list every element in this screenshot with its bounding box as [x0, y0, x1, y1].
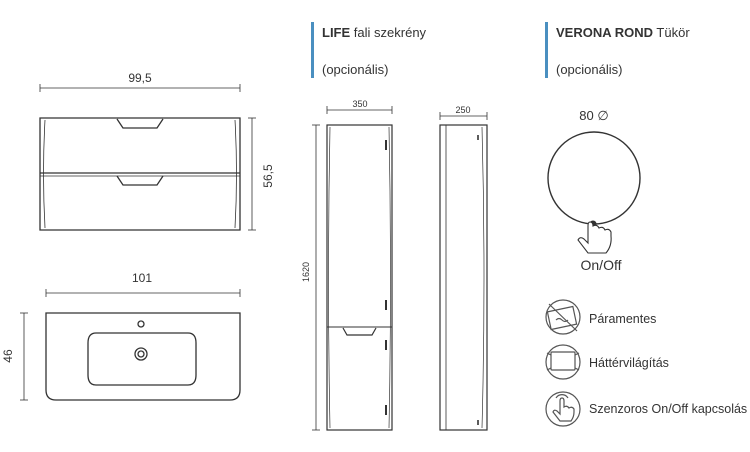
wall-cabinet-handle: [342, 327, 377, 336]
life-title-bold: LIFE: [322, 25, 351, 40]
drawer-handle-bottom: [116, 175, 164, 186]
wall-cabinet-side: [439, 112, 488, 431]
backlight-icon: [545, 344, 581, 380]
hand-pointer-icon: [577, 220, 612, 254]
mirror-diameter-label: 80 ∅: [579, 108, 608, 123]
drain-inner: [137, 350, 145, 358]
life-title: LIFE fali szekrény: [322, 25, 426, 40]
wall-cabinet-width-label: 350: [352, 99, 367, 109]
wall-cabinet-body: [326, 124, 393, 431]
wall-cabinet-depth-label: 250: [455, 105, 470, 115]
mirror-circle: [547, 131, 641, 225]
drawer-handle-top: [116, 118, 164, 129]
wall-cabinet-height-label: 1620: [301, 262, 311, 282]
feature-label-backlight: Háttérvilágítás: [589, 356, 669, 370]
verona-title-bold: VERONA ROND: [556, 25, 654, 40]
feature-label-touch-sensor: Szenzoros On/Off kapcsolás: [589, 402, 748, 416]
basin-outline: [45, 312, 241, 401]
cabinet-body: [39, 117, 241, 231]
accent-bar-life: [311, 22, 314, 78]
vanity-cabinet-front: [39, 84, 256, 231]
switch-label: On/Off: [581, 257, 622, 273]
basin-bowl: [87, 332, 197, 386]
cabinet-width-label: 99,5: [128, 71, 152, 85]
wall-cabinet-front: [312, 106, 393, 431]
basin-depth-label: 46: [1, 349, 15, 363]
faucet-hole: [137, 320, 145, 328]
accent-bar-verona: [545, 22, 548, 78]
touch-sensor-icon: [545, 391, 581, 427]
wall-cabinet-side-body: [439, 124, 488, 431]
life-title-rest: fali szekrény: [353, 25, 427, 40]
basin-top-view: [20, 289, 241, 401]
verona-title-rest: Tükör: [656, 25, 690, 40]
life-subtitle: (opcionális): [322, 62, 389, 77]
feature-label-anti-fog: Páramentes: [589, 312, 657, 326]
cabinet-height-label: 56,5: [261, 164, 275, 188]
basin-width-label: 101: [132, 271, 152, 285]
verona-title: VERONA ROND Tükör: [556, 25, 690, 40]
anti-fog-icon: [545, 299, 581, 335]
verona-subtitle: (opcionális): [556, 62, 623, 77]
drain-outer: [134, 347, 148, 361]
